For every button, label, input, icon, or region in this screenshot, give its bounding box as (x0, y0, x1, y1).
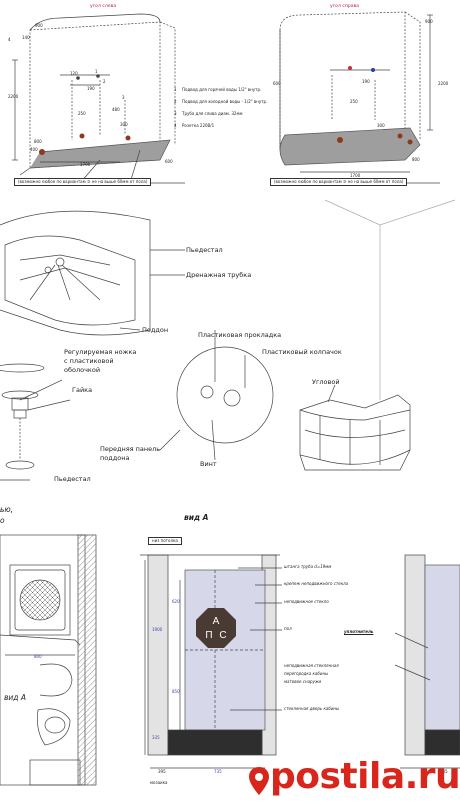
plan-drawing (0, 534, 97, 786)
note-right: (возможно любое по вариантам ③ не на выш… (270, 178, 408, 186)
watermark-text: postila.ru (270, 756, 460, 797)
label-partition-1: неподвижная стеклянная (284, 663, 339, 668)
dim-r-190: 190 (362, 79, 370, 84)
dim-b-395: 395 (158, 769, 166, 774)
dim-b-735: 735 (214, 769, 222, 774)
label-partition-3: матовое снаружи (284, 679, 322, 684)
label-glass-mount: крепеж неподвижного стекла (284, 581, 349, 586)
label-plastic-gasket: Пластиковая прокладка (198, 331, 282, 339)
dim-120: 120 (70, 71, 78, 76)
dim-r-1700: 1700 (350, 173, 361, 178)
dim-b-620: 620 (172, 599, 180, 604)
label-screw: Винт (200, 460, 217, 468)
logo-letter-p: П (205, 630, 213, 641)
legend-number-4: 4 (174, 123, 177, 128)
dim-r-600: 600 (273, 81, 281, 86)
legend-number-1: 1 (174, 87, 177, 92)
label-rod: штанга труба d=19мм (284, 564, 332, 569)
label-pedestal-2: Пьедестал (54, 475, 91, 483)
dim-r-300: 300 (377, 123, 385, 128)
label-floor: пол (284, 626, 292, 631)
marker-4: 4 (8, 37, 11, 42)
label-tray: Поддон (142, 326, 169, 334)
label-leg-1: Регулируемая ножка (64, 348, 137, 356)
dim-300: 300 (120, 122, 128, 127)
note-left: (возможно любое по вариантам ③ не на выш… (14, 178, 152, 186)
view-a-title: вид А (184, 513, 209, 522)
dim-140: 140 (22, 35, 30, 40)
label-front-panel-2: поддона (100, 454, 130, 462)
marker-3: 3 (122, 95, 125, 100)
dim-480: 480 (112, 107, 120, 112)
ceiling-label: низ потолка (148, 537, 182, 545)
dim-b-1900: 1900 (152, 627, 163, 632)
legend-number-3: 3 (174, 111, 177, 116)
legend-hot-water: Подвод для горячей воды 1/2" внутр. (182, 87, 262, 92)
marker-2: 2 (103, 79, 106, 84)
view-a-label: вид А (4, 693, 26, 702)
legend-socket: Розетка 220В/1 (182, 123, 215, 128)
logo-aps: А П С (196, 608, 236, 648)
dim-900: 900 (35, 23, 43, 28)
dim-b-335: 335 (152, 735, 160, 740)
dim-1700: 1700 (80, 162, 91, 167)
dim-r-745: 745 (440, 769, 448, 774)
dim-800: 800 (34, 139, 42, 144)
label-glass-door: стеклянная дверь кабины (284, 706, 340, 711)
title-right-corner: угол справа (330, 4, 360, 9)
dim-b-850: 850 (172, 689, 180, 694)
label-plastic-cap: Пластиковый колпачок (262, 348, 342, 356)
view-right-drawing (394, 554, 460, 769)
cap-detail-drawing (159, 330, 274, 461)
cabin-right-drawing (270, 11, 440, 184)
tray-drawing (0, 210, 185, 336)
leg-drawing (0, 363, 71, 481)
fragment-2: о (0, 516, 5, 525)
label-pedestal: Пьедестал (186, 246, 223, 254)
label-sealant: уплотнитель (344, 629, 374, 634)
legend-number-2: 2 (174, 99, 177, 104)
label-radius: Угловой (312, 378, 340, 386)
label-fixed-glass: неподвижное стекло (284, 599, 329, 604)
cabin-3d-drawing (299, 384, 411, 471)
label-front-panel-1: Передняя панель (100, 445, 161, 453)
dim-b-800: 800 (34, 654, 42, 659)
view-a-drawing (140, 554, 282, 769)
label-nut: Гайка (72, 386, 93, 394)
label-leg-3: оболочкой (64, 366, 101, 374)
dim-r-2200: 2200 (438, 81, 449, 86)
dim-r-900: 900 (425, 19, 433, 24)
pin-icon (249, 767, 269, 795)
logo-letter-a: А (212, 616, 220, 627)
dim-r-250: 250 (350, 99, 358, 104)
cabin-left-drawing (12, 13, 185, 184)
logo-letter-s: С (219, 630, 227, 641)
title-left-corner: угол слева (90, 4, 117, 9)
mosaic-label: мозаика (150, 780, 168, 785)
dim-600: 600 (165, 159, 173, 164)
label-partition-2: перегородка кабины (284, 671, 329, 676)
legend-cold-water: Подвод для холодной воды - 1/2" внутр. (182, 99, 268, 104)
drain-marker (39, 149, 45, 155)
postila-watermark: postila.ru (246, 754, 460, 808)
label-leg-2: с пластиковой (64, 357, 114, 365)
dim-400: 400 (30, 147, 38, 152)
dim-190: 190 (87, 86, 95, 91)
dim-2200: 2200 (8, 94, 19, 99)
dim-r-800: 800 (412, 157, 420, 162)
marker-1: 1 (95, 69, 98, 74)
dim-250: 250 (78, 111, 86, 116)
label-drain-tube: Дренажная трубка (186, 271, 252, 279)
fragment-1: ью, (0, 505, 14, 514)
legend-drain-pipe: Труба для слива диам. 32мм (182, 111, 243, 116)
